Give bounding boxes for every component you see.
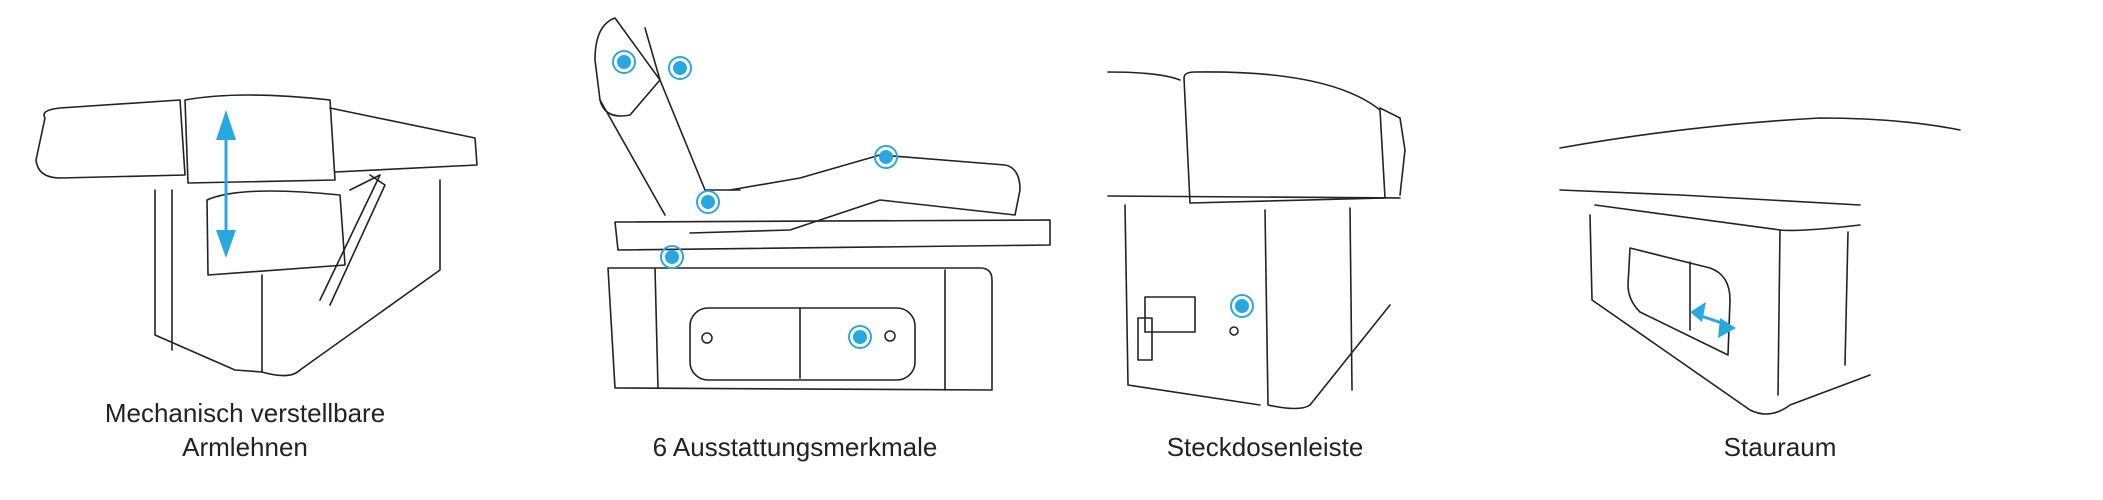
feature-label-line2: Armlehnen: [182, 432, 308, 462]
feature-label: Steckdosenleiste: [1166, 432, 1364, 462]
armrest-illustration: [35, 94, 478, 377]
horizontal-double-arrow-icon: [1690, 302, 1736, 338]
feature-armrest: Mechanisch verstellbare Armlehnen: [0, 0, 520, 500]
feature-label: 6 Ausstattungsmerkmale: [652, 432, 938, 462]
hotspot-markers: [1230, 294, 1254, 318]
feature-equipment: 6 Ausstattungsmerkmale: [560, 0, 1060, 500]
hotspot-icon: [660, 245, 684, 269]
equipment-illustration: [594, 17, 1051, 391]
feature-label: Mechanisch verstellbare: [104, 398, 386, 428]
vertical-double-arrow-icon: [216, 110, 236, 258]
hotspot-icon: [874, 145, 898, 169]
hotspot-icon: [668, 56, 692, 80]
feature-storage: Stauraum: [1540, 0, 2000, 500]
hotspot-icon: [1230, 294, 1254, 318]
hotspot-markers: [612, 50, 898, 349]
feature-label: Stauraum: [1723, 432, 1837, 462]
hotspot-icon: [612, 50, 636, 74]
hotspot-icon: [848, 325, 872, 349]
feature-power-strip: Steckdosenleiste: [1100, 0, 1500, 500]
storage-illustration: [1559, 117, 1961, 415]
hotspot-icon: [696, 190, 720, 214]
power-strip-illustration: [1107, 71, 1406, 410]
